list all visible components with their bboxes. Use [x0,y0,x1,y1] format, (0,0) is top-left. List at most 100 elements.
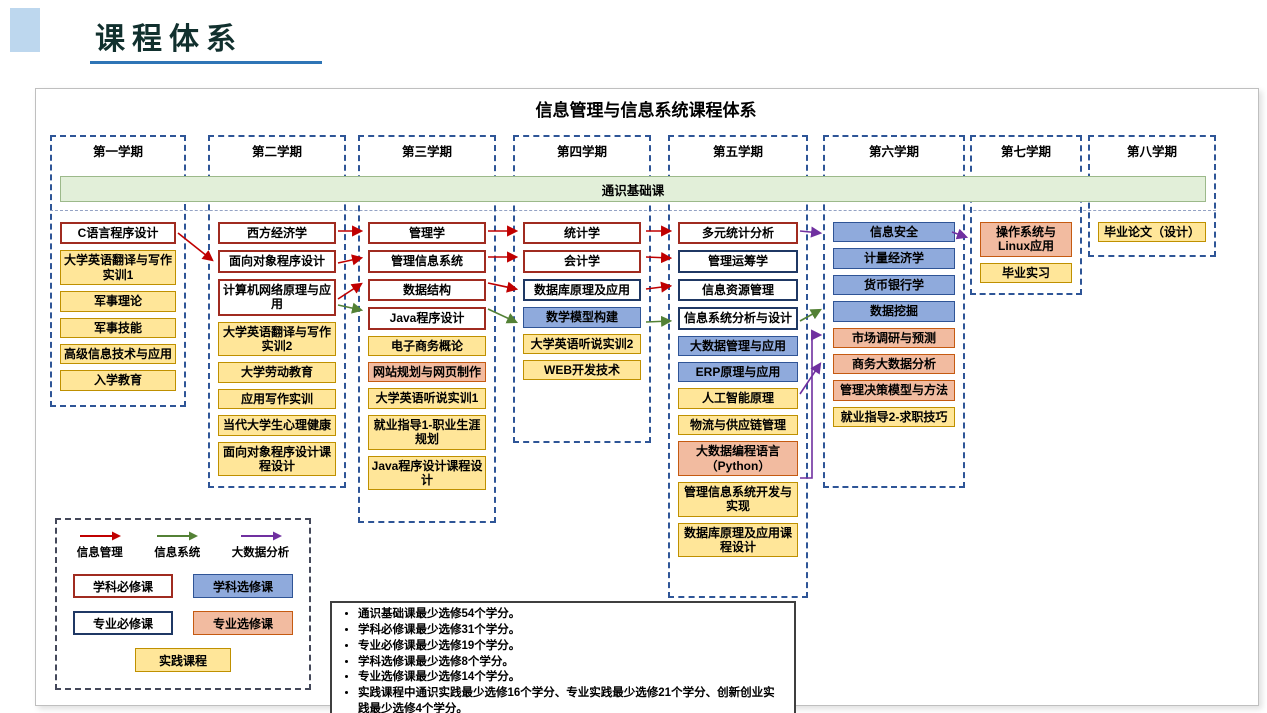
course-box: 会计学 [523,250,641,273]
band-divider-line [50,210,1216,211]
credit-item: 实践课程中通识实践最少选修16个学分、专业实践最少选修21个学分、创新创业实践最… [358,686,784,713]
semester-label: 第八学期 [1126,145,1177,159]
course-box: Java程序设计课程设计 [368,455,486,491]
course-box: 管理运筹学 [678,250,798,273]
diagram-title: 信息管理与信息系统课程体系 [535,101,757,120]
course-box: 操作系统与Linux应用 [980,222,1072,257]
course-box: 大学英语翻译与写作实训2 [218,321,336,357]
legend-type-major-required: 专业必修课 [73,611,173,635]
course-box: 计量经济学 [833,248,955,269]
general-course-band: 通识基础课 [60,176,1206,202]
legend-types: 学科必修课学科选修课专业必修课专业选修课实践课程 [57,560,309,672]
course-box: 信息资源管理 [678,278,798,302]
credit-item: 通识基础课最少选修54个学分。 [358,607,784,623]
flow-arrow-icon [79,531,121,541]
semester-label: 第一学期 [92,145,143,159]
credit-item: 学科选修课最少选修8个学分。 [358,655,784,671]
course-box: 数据库原理及应用课程设计 [678,522,798,558]
credit-item: 专业选修课最少选修14个学分。 [358,670,784,686]
legend-flow-label: 信息管理 [76,547,123,559]
course-box: 管理信息系统开发与实现 [678,481,798,517]
legend: 信息管理信息系统大数据分析 学科必修课学科选修课专业必修课专业选修课实践课程 [55,518,311,690]
course-box: 入学教育 [60,370,176,391]
semester-column-5: 第五学期多元统计分析管理运筹学信息资源管理信息系统分析与设计大数据管理与应用 ER… [668,135,808,598]
course-box: 人工智能原理 [678,388,798,409]
course-box: C语言程序设计 [60,222,176,245]
semester-column-6: 第六学期信息安全计量经济学货币银行学数据挖掘市场调研与预测商务大数据分析管理决策… [823,135,965,488]
semester-label: 第二学期 [251,145,302,159]
course-box: 就业指导2-求职技巧 [833,406,955,428]
course-box: 信息系统分析与设计 [678,307,798,330]
semester-courses: 毕业论文（设计） [1098,222,1206,243]
semester-label: 第三学期 [401,145,452,159]
semester-column-7: 第七学期操作系统与Linux应用毕业实习 [970,135,1082,296]
legend-flow: 信息系统 [154,530,200,560]
course-box: 毕业论文（设计） [1098,222,1206,243]
course-box: 信息安全 [833,222,955,243]
flow-arrow-icon [157,531,199,541]
course-box: 物流与供应链管理 [678,414,798,436]
semester-label: 第四学期 [556,145,607,159]
semester-label: 第五学期 [712,145,763,159]
legend-flow: 大数据分析 [231,530,290,560]
legend-flow: 信息管理 [77,530,123,560]
course-box: 高级信息技术与应用 [60,343,176,365]
credit-list: 通识基础课最少选修54个学分。学科必修课最少选修31个学分。专业必修课最少选修1… [336,607,784,713]
course-box: 大学英语听说实训2 [523,333,641,354]
course-box: 货币银行学 [833,274,955,296]
credit-item: 专业必修课最少选修19个学分。 [358,639,784,655]
course-box: 数据库原理及应用 [523,278,641,302]
course-box: 统计学 [523,222,641,245]
legend-type-practice: 实践课程 [135,648,231,672]
course-box: 市场调研与预测 [833,327,955,348]
credit-requirements-box: 通识基础课最少选修54个学分。学科必修课最少选修31个学分。专业必修课最少选修1… [330,601,796,713]
legend-type-major-elective: 专业选修课 [193,611,293,635]
semester-label: 第六学期 [868,145,919,159]
course-box: 管理信息系统 [368,250,486,273]
course-box: 大学英语听说实训1 [368,388,486,409]
semester-courses: 管理学管理信息系统数据结构 Java程序设计电子商务概论网站规划与网页制作大学英语… [368,222,486,491]
semester-column-3: 第三学期管理学管理信息系统数据结构 Java程序设计电子商务概论网站规划与网页制作… [358,135,496,523]
course-box: WEB开发技术 [523,359,641,381]
legend-flows: 信息管理 信息系统 大数据分析 [57,520,309,560]
course-box: 网站规划与网页制作 [368,361,486,383]
legend-flow-label: 大数据分析 [231,547,290,559]
course-box: 数据挖掘 [833,301,955,322]
course-box: 大学劳动教育 [218,362,336,383]
course-box: 电子商务概论 [368,335,486,356]
legend-flow-label: 信息系统 [154,547,201,559]
title-underline [90,61,322,64]
course-box: 大数据管理与应用 [678,335,798,356]
course-box: 管理决策模型与方法 [833,380,955,401]
course-box: 西方经济学 [218,222,336,245]
course-box: Java程序设计 [368,307,486,330]
course-box: 应用写作实训 [218,388,336,410]
credit-item: 学科必修课最少选修31个学分。 [358,623,784,639]
semester-courses: 操作系统与Linux应用毕业实习 [980,222,1072,284]
semester-courses: 信息安全计量经济学货币银行学数据挖掘市场调研与预测商务大数据分析管理决策模型与方… [833,222,955,428]
course-box: 计算机网络原理与应用 [218,278,336,316]
course-box: 管理学 [368,222,486,245]
flow-arrow-icon [240,531,282,541]
course-box: 就业指导1-职业生涯规划 [368,414,486,450]
course-box: 数学模型构建 [523,307,641,328]
course-box: 数据结构 [368,278,486,302]
legend-type-subject-elective: 学科选修课 [193,574,293,598]
course-box: 面向对象程序设计课程设计 [218,441,336,477]
corner-accent-rect [10,8,40,52]
course-box: 大学英语翻译与写作实训1 [60,250,176,286]
course-box: ERP原理与应用 [678,361,798,383]
semester-label: 第七学期 [1000,145,1051,159]
course-box: 多元统计分析 [678,222,798,245]
page-title: 课程体系 [95,22,243,57]
course-box: 军事理论 [60,291,176,312]
semester-courses: 多元统计分析管理运筹学信息资源管理信息系统分析与设计大数据管理与应用 ERP原理与… [678,222,798,558]
course-box: 毕业实习 [980,262,1072,284]
course-box: 商务大数据分析 [833,353,955,375]
